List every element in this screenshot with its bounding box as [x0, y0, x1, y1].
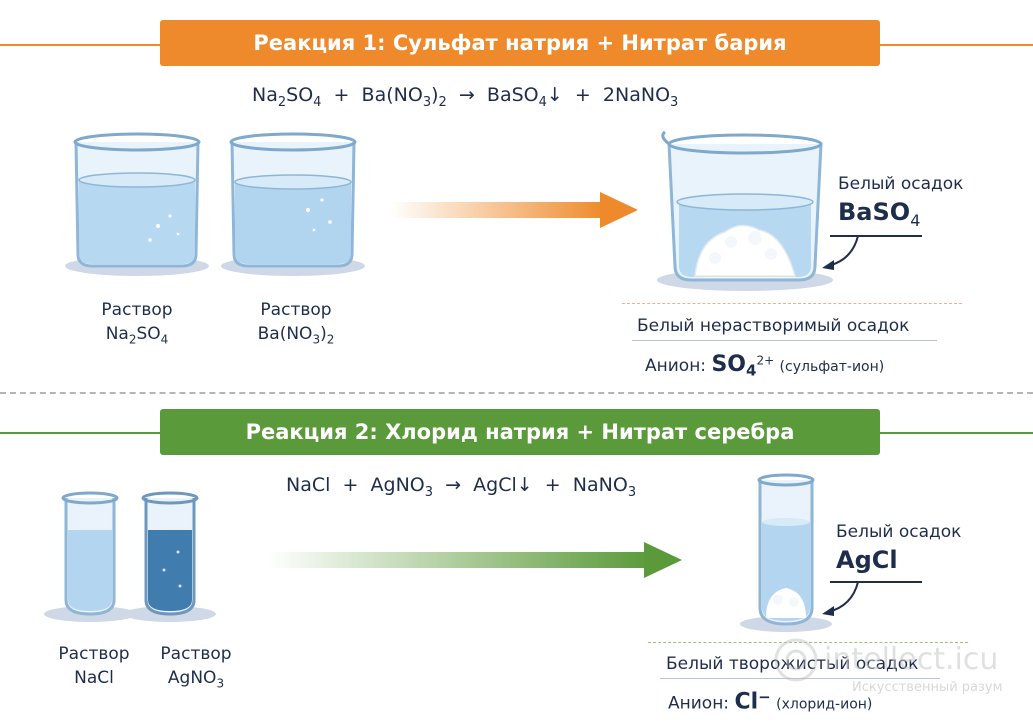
watermark-logo-icon [774, 638, 818, 682]
reaction1-precipitate-label: Белый осадок [838, 174, 964, 194]
reaction2-anion: Анион: Cl− (хлорид-ион) [668, 688, 873, 715]
watermark-sub: Искусственный разум [852, 680, 1003, 695]
reaction1-banner: Реакция 1: Сульфат натрия + Нитрат бария [160, 20, 880, 66]
reaction1-dashed-line [622, 303, 962, 304]
reaction1-arrow [390, 192, 638, 228]
reaction2-note: Белый творожистый осадок [666, 654, 919, 674]
reaction1-equation: Na2SO4 + Ba(NO3)2 → BaSO4↓ + 2NaNO3 [252, 84, 679, 110]
label-ba-no3-2: Раствор Ba(NO3)2 [257, 300, 335, 347]
section2-rule-right [880, 432, 1033, 434]
reaction2-arrow [268, 542, 682, 578]
reaction2-dashed-line [648, 642, 968, 643]
reaction1-anion: Анион: SO42+ (сульфат-ион) [645, 352, 885, 380]
section1-rule-right [880, 44, 1033, 46]
reaction2-banner: Реакция 2: Хлорид натрия + Нитрат серебр… [160, 409, 880, 455]
test-tube-nacl [44, 491, 136, 622]
reaction2-pointer [822, 581, 922, 616]
watermark-main: intellect.icu [824, 642, 999, 677]
reaction2-precipitate-label: Белый осадок [836, 522, 962, 542]
section2-rule-left [0, 432, 160, 434]
label-na2so4: Раствор Na2SO4 [101, 300, 173, 347]
test-tube-agno3 [124, 491, 216, 622]
reaction1-pointer [822, 235, 922, 270]
beaker-na2so4 [65, 132, 209, 276]
reaction2-equation: NaCl + AgNO3 → AgCl↓ + NaNO3 [286, 474, 637, 500]
reaction2-precipitate-formula: AgCl [836, 546, 898, 574]
label-nacl: Раствор NaCl [58, 644, 130, 688]
beaker-ba-no3-2 [221, 132, 365, 276]
label-agno3: Раствор AgNO3 [160, 644, 232, 691]
reaction1-note: Белый нерастворимый осадок [637, 316, 910, 336]
beaker-baso4-precipitate [657, 130, 833, 291]
reaction1-precipitate-formula: BaSO4 [838, 198, 921, 230]
section1-rule-left [0, 44, 160, 46]
reaction2-note-underline [660, 678, 940, 679]
reaction1-note-underline [632, 340, 937, 341]
test-tube-agcl-precipitate [740, 473, 832, 632]
section-divider [0, 392, 1033, 394]
